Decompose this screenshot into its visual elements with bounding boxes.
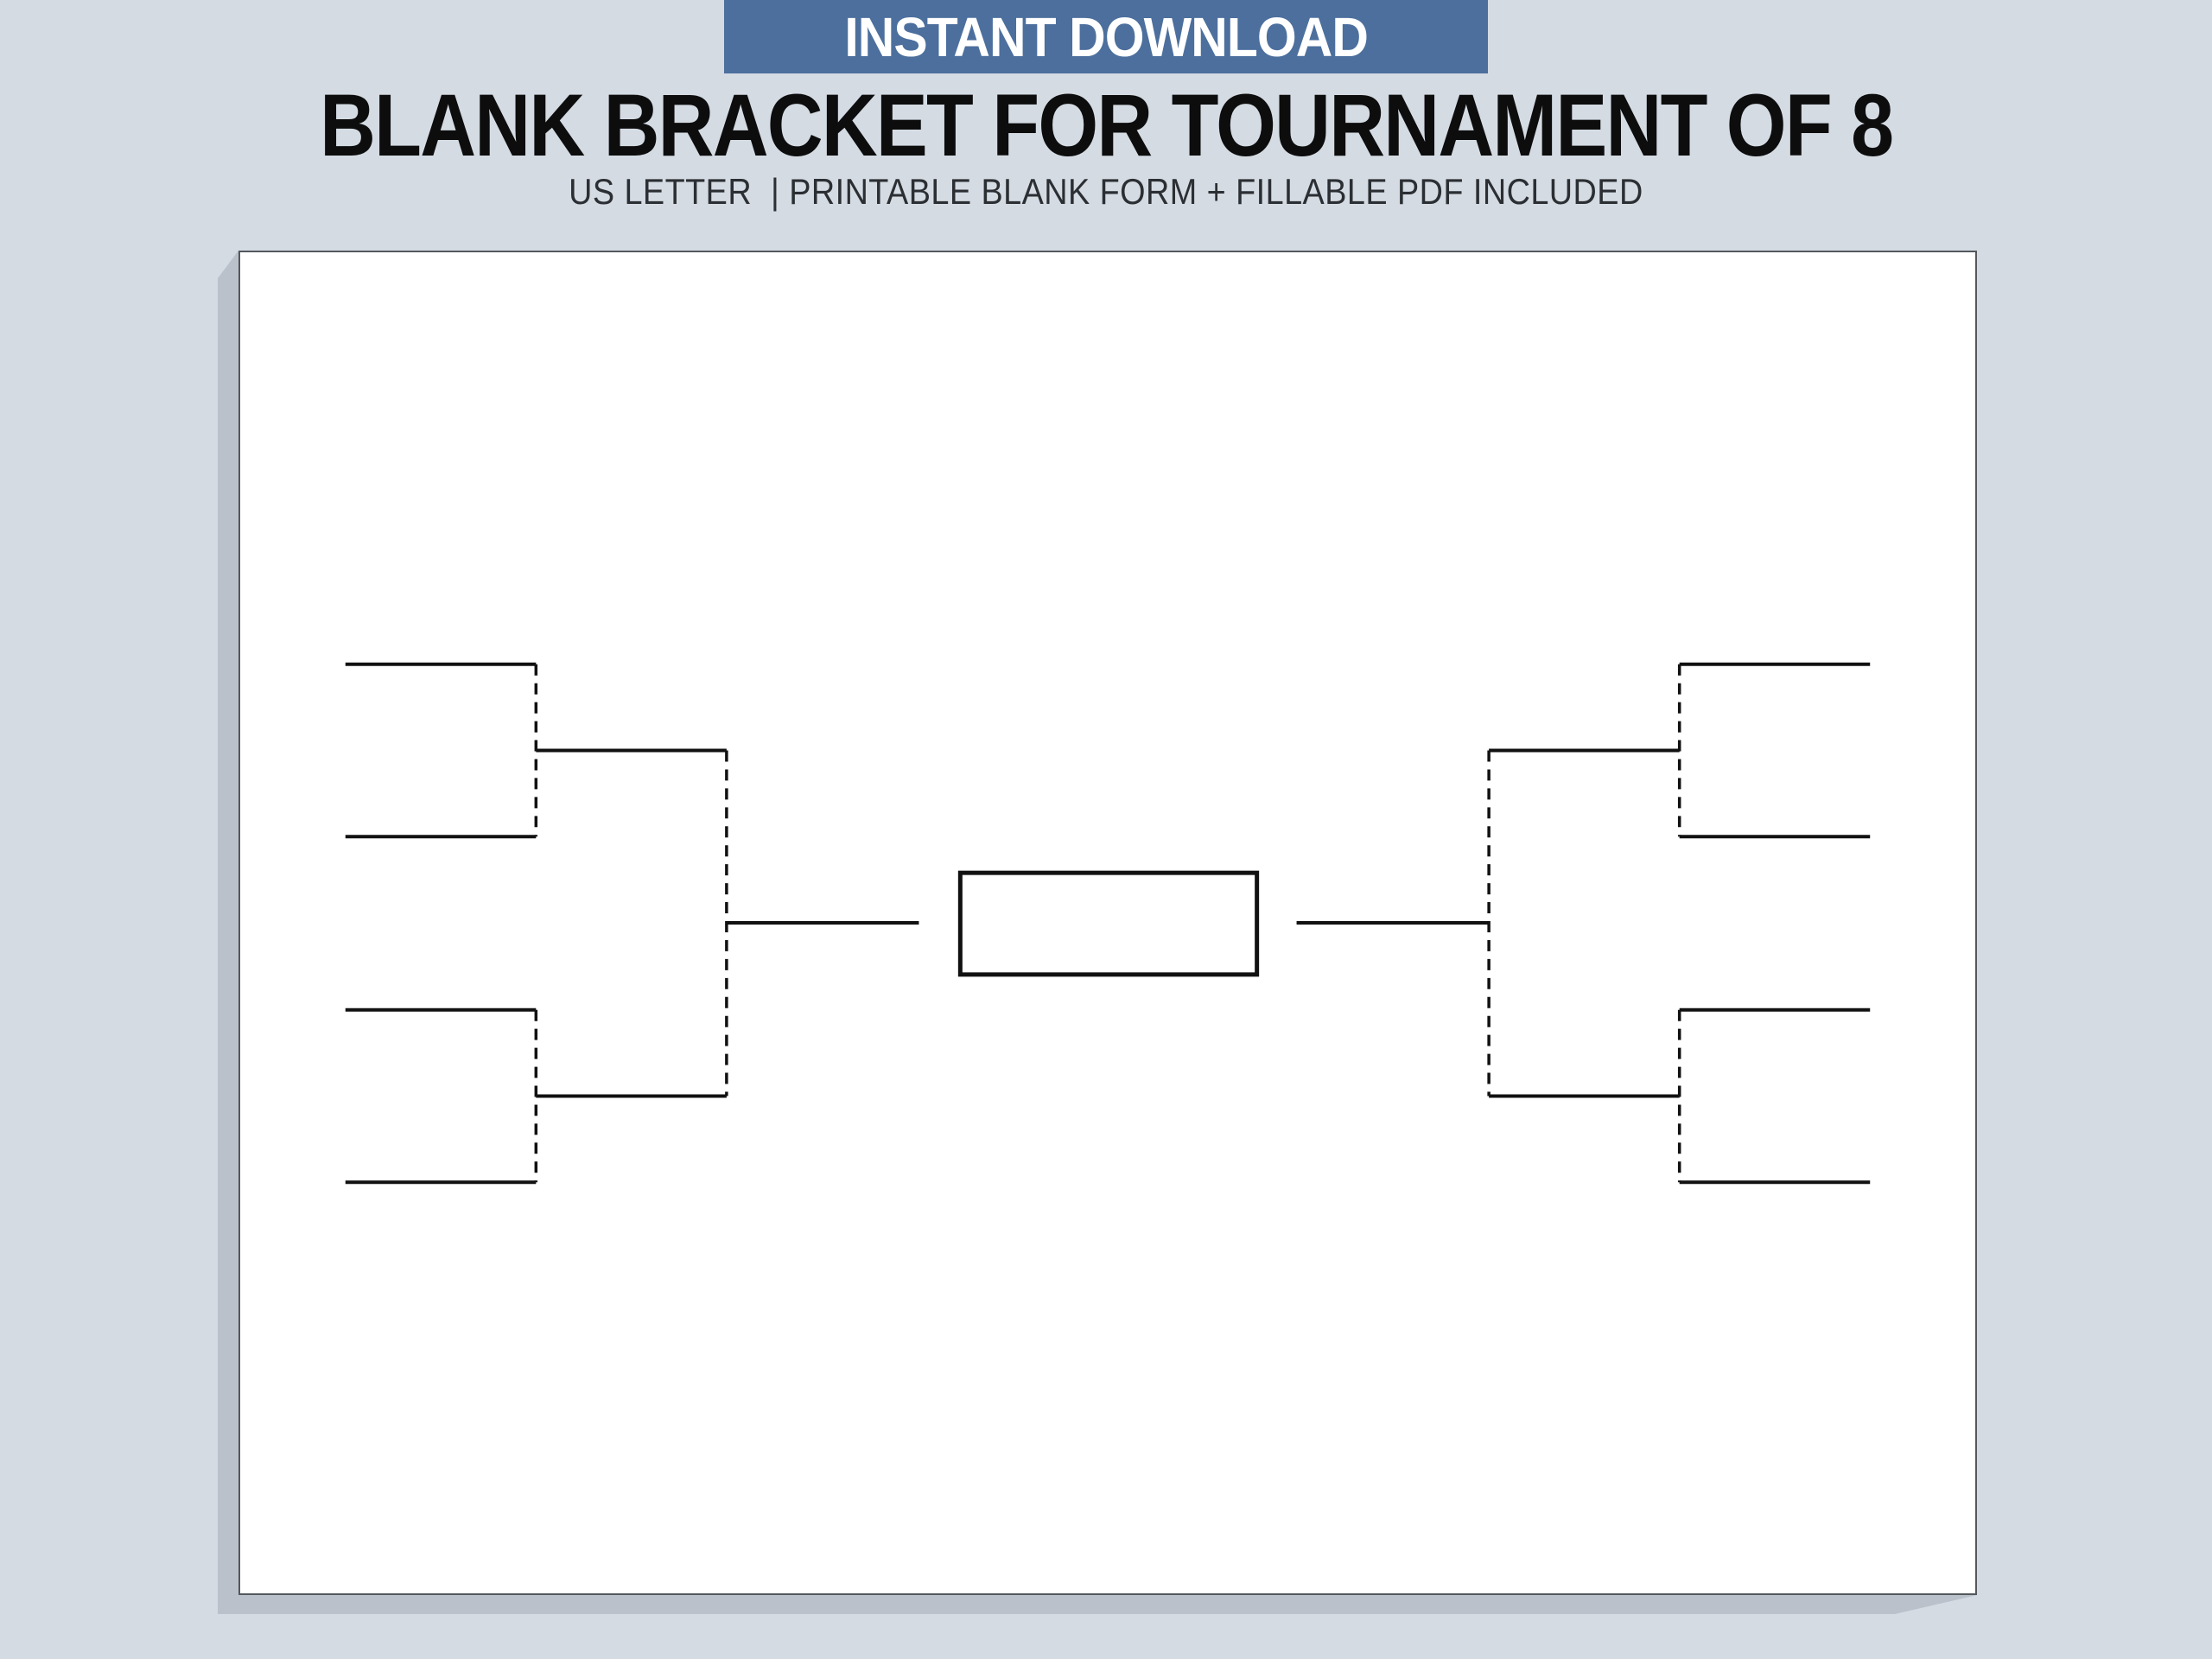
- banner-label: INSTANT DOWNLOAD: [844, 5, 1369, 68]
- page-title: BLANK BRACKET FOR TOURNAMENT OF 8: [319, 76, 1894, 175]
- title-row: BLANK BRACKET FOR TOURNAMENT OF 8: [0, 81, 2212, 169]
- instant-download-banner: INSTANT DOWNLOAD: [724, 0, 1488, 73]
- subtitle-row: US LETTER | PRINTABLE BLANK FORM + FILLA…: [0, 174, 2212, 210]
- paper-page: [238, 251, 1977, 1595]
- page-subtitle: US LETTER | PRINTABLE BLANK FORM + FILLA…: [569, 171, 1643, 212]
- final-winner-box: [957, 870, 1260, 977]
- tournament-bracket-diagram: [345, 662, 1871, 1185]
